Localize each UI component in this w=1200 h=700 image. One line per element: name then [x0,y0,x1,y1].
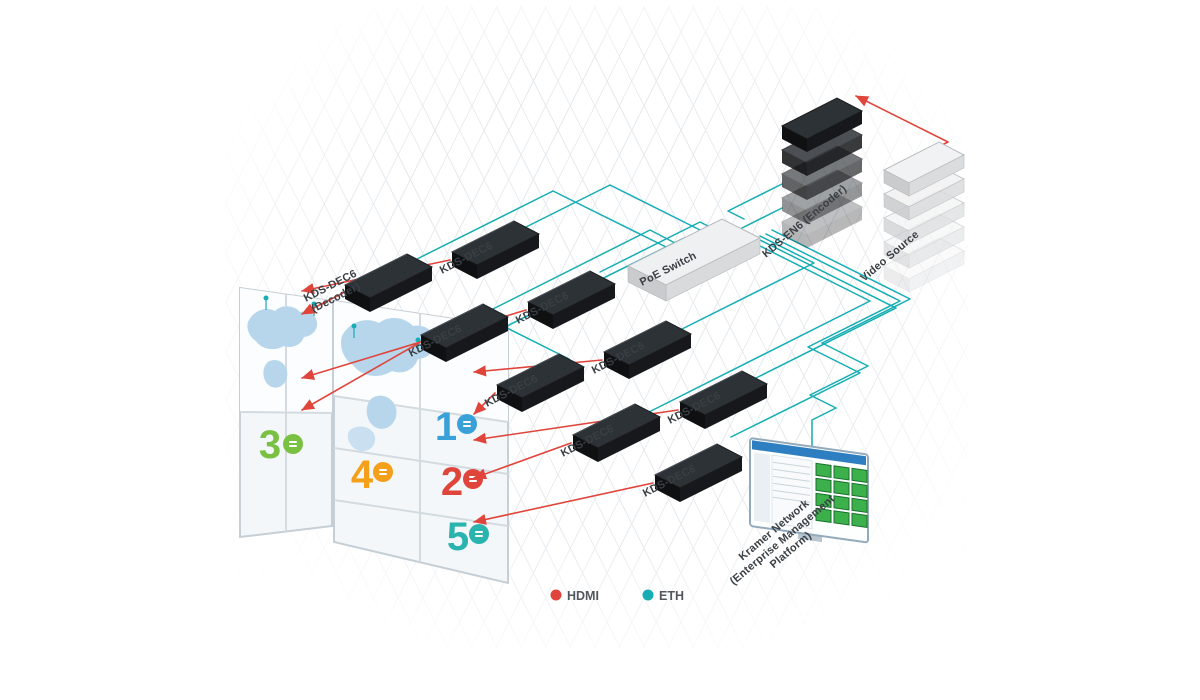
legend-hdmi-dot [550,589,562,601]
screen-3-icon [283,434,303,454]
eth-wire [492,229,676,310]
screen-4-icon [373,462,393,482]
hdmi-wire [473,392,496,415]
screen-number-1: 1 [435,405,477,449]
decoder-box-1 [451,220,540,280]
legend-eth-dot [642,589,654,601]
encoder-stack: KDS-EN6 (Encoder) [760,97,863,260]
hdmi-wire [301,342,420,411]
screen-2-digit: 2 [441,460,463,504]
hdmi-wire [473,482,654,525]
decoder-box-8 [572,403,661,463]
video-wall-left: 3 [239,286,333,539]
eth-wire [523,184,701,231]
monitor-video-grid [815,462,868,529]
world-map-left [247,306,318,388]
monitor-sidebar [754,452,770,523]
screen-1-digit: 1 [435,405,457,449]
legend: HDMI ETH [550,589,684,603]
eth-wire [679,235,815,331]
decoder-box-2 [527,270,616,330]
screen-3-digit: 3 [259,423,281,467]
eth-wire [771,229,911,447]
eth-wire [727,183,783,220]
poe-switch: PoE Switch [626,218,762,302]
screen-number-4: 4 [351,453,393,497]
screen-number-3: 3 [259,423,303,467]
world-map-right [341,317,436,452]
hdmi-wire [473,442,572,480]
eth-wire [648,245,871,413]
eth-wire [599,221,709,273]
decoder-box-3 [603,320,692,380]
screen-2-icon [463,469,483,489]
screen-1-icon [457,414,477,434]
hdmi-wire [301,292,344,315]
eth-wire [416,190,667,260]
management-monitor [749,437,869,544]
screen-5-icon [469,524,489,544]
video-source-stack: Video Source [858,141,965,293]
screen-4-digit: 4 [351,453,374,497]
legend-hdmi-label: HDMI [567,589,599,603]
decoder-box-9 [654,443,743,503]
decoder-box-7 [496,353,585,413]
legend-eth-label: ETH [659,589,684,603]
eth-wire [755,239,897,379]
screen-5-digit: 5 [447,515,469,559]
eth-wires [416,183,911,447]
eth-wire [730,233,901,438]
monitor-titlebar [752,440,866,466]
screen-number-5: 5 [447,515,489,559]
decoder-box-4 [679,370,768,430]
